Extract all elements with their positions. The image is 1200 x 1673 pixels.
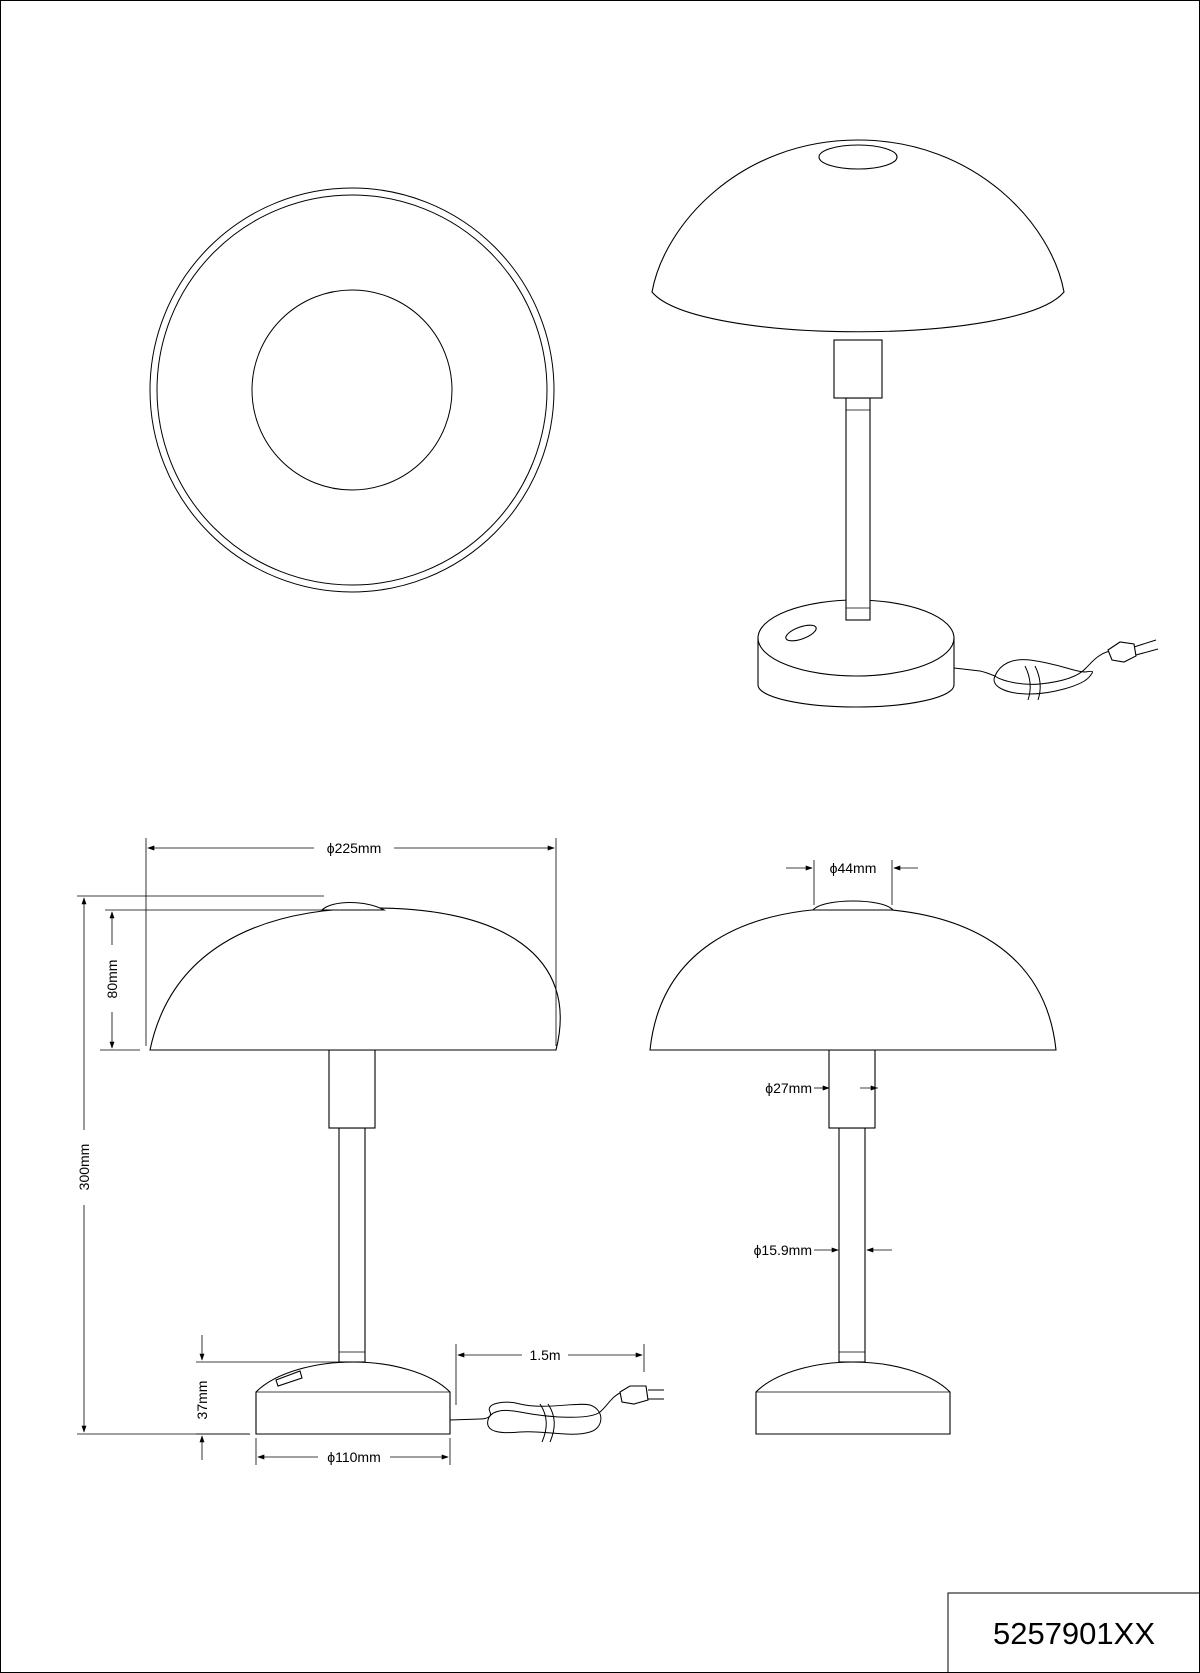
article-number: 5257901XX	[993, 1616, 1155, 1651]
dim-shade-height: 80mm	[104, 960, 120, 999]
dim-cable-length: 1.5m	[529, 1347, 560, 1363]
dim-top-cap-diameter: ϕ44mm	[830, 860, 877, 876]
dim-stem-diameter: ϕ15.9mm	[754, 1242, 812, 1258]
front-shade	[149, 907, 561, 1051]
dim-socket-diameter: ϕ27mm	[765, 1080, 812, 1096]
top-view-cap	[251, 289, 453, 491]
front-socket	[328, 1049, 376, 1129]
perspective-switch	[785, 624, 817, 642]
perspective-shade	[651, 139, 1065, 333]
front-stem	[338, 1127, 366, 1363]
title-block: 5257901XX	[947, 1592, 1200, 1673]
top-view-shade-outer	[149, 187, 555, 593]
front-plug	[619, 1385, 649, 1405]
side-cap	[811, 900, 895, 911]
front-cap	[320, 902, 387, 911]
dim-total-height: 300mm	[76, 1144, 92, 1191]
side-view: ϕ44mm ϕ27mm ϕ15.9mm	[649, 860, 1057, 1435]
front-switch	[275, 1370, 303, 1387]
perspective-plug	[1107, 641, 1137, 663]
perspective-stem	[845, 397, 871, 621]
top-view-shade-inner	[156, 194, 548, 586]
perspective-socket	[833, 339, 883, 399]
side-shade	[649, 907, 1057, 1051]
front-base	[255, 1361, 451, 1435]
front-view: ϕ225mm 80mm 300mm 37mm ϕ110mm 1.5m	[76, 838, 664, 1465]
dim-base-height: 37mm	[194, 1381, 210, 1420]
dim-shade-diameter: ϕ225mm	[327, 840, 382, 856]
perspective-view	[651, 139, 1159, 708]
perspective-cable	[953, 650, 1111, 695]
perspective-cap	[818, 144, 898, 170]
front-cable	[449, 1391, 623, 1435]
side-stem	[838, 1127, 866, 1363]
side-base	[755, 1361, 951, 1435]
dim-base-diameter: ϕ110mm	[327, 1449, 380, 1465]
top-view	[149, 187, 555, 593]
side-socket	[828, 1049, 876, 1129]
